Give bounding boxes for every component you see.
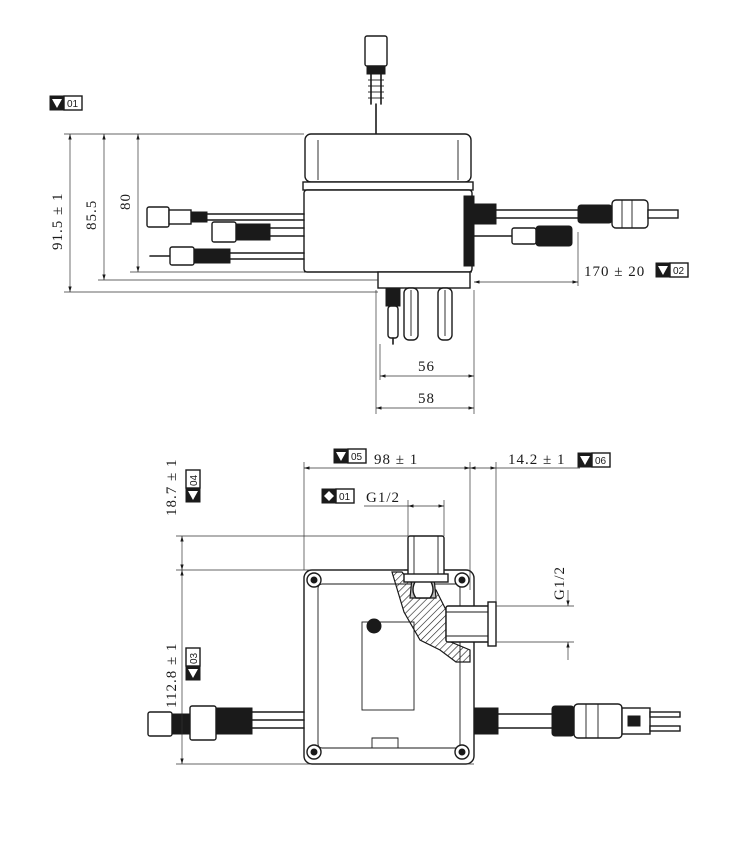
thread-side-label: G1/2: [552, 566, 568, 600]
left-cables: [146, 206, 305, 266]
tag-width: 05: [351, 452, 363, 463]
bottom-connectors: [377, 271, 471, 345]
housing-side: [302, 133, 475, 273]
tag-thread-top: 01: [339, 492, 351, 503]
top-width-dimensions: 56 58: [375, 290, 475, 414]
tag-height-overall: 01: [67, 99, 79, 110]
top-view: 91.5 ± 1 85.5 80 01 170 ± 20 02 56: [49, 35, 689, 414]
width-inner-label: 56: [418, 359, 435, 375]
front-height-dimensions: 18.7 ± 1 04 112.8 ± 1 03: [164, 459, 408, 765]
tag-height-top: 04: [189, 474, 200, 486]
front-width-label: 98 ± 1: [374, 452, 418, 468]
height-body-label: 80: [118, 193, 134, 210]
tag-cable-length: 02: [673, 266, 685, 277]
front-power-cord: [473, 703, 681, 739]
height-mid-label: 85.5: [84, 200, 100, 230]
thread-side-dimension: G1/2: [496, 566, 574, 660]
front-left-cables: [147, 705, 305, 741]
cable-length-dimension: 170 ± 20 02: [474, 232, 689, 286]
width-outer-label: 58: [418, 391, 435, 407]
tag-height-body: 03: [189, 652, 200, 664]
top-connector: [364, 35, 388, 135]
top-height-dimensions: 91.5 ± 1 85.5 80 01: [49, 95, 378, 293]
thread-top-label: G1/2: [366, 490, 400, 506]
top-inlet: [403, 535, 449, 583]
housing-front: [303, 569, 475, 765]
thread-top-dimension: 01 G1/2: [321, 488, 445, 536]
offset-dimension: 14.2 ± 1 06: [470, 452, 611, 602]
tag-offset: 06: [595, 456, 607, 467]
height-body-front-label: 112.8 ± 1: [164, 643, 180, 708]
height-overall-label: 91.5 ± 1: [50, 193, 66, 250]
front-width-dimension: 05 98 ± 1: [303, 448, 471, 590]
bottom-view: 05 98 ± 1 14.2 ± 1 06 01 G1/2: [147, 448, 681, 765]
side-outlet: [445, 601, 497, 647]
height-top-label: 18.7 ± 1: [164, 459, 180, 516]
power-cord-side: [471, 199, 679, 247]
cable-length-label: 170 ± 20: [584, 264, 645, 280]
offset-label: 14.2 ± 1: [508, 452, 565, 468]
